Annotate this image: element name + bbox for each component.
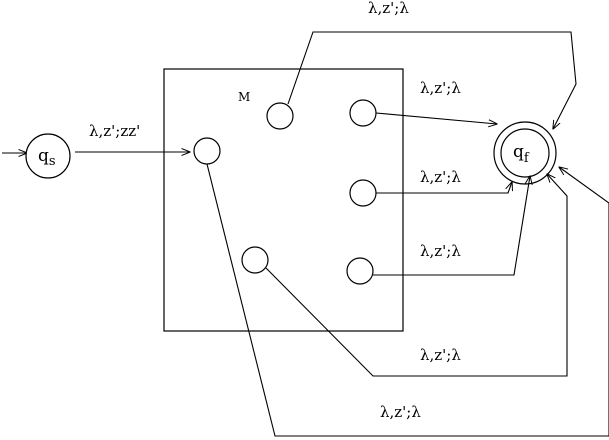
edge-top-to-final [287, 31, 577, 129]
inner-state-right-2 [349, 179, 377, 207]
edge-label-bottom-left: λ,z';λ [420, 346, 461, 364]
edge-label-right-3: λ,z';λ [420, 242, 461, 260]
edge-label-initial: λ,z';λ [380, 403, 421, 421]
edge-right3-to-final [373, 176, 530, 276]
edge-initial-to-final [206, 163, 609, 437]
start-state-subscript: s [49, 154, 56, 169]
inner-state-right-1 [349, 99, 377, 127]
start-state [25, 133, 71, 179]
edge-bottomleft-to-final [265, 174, 568, 377]
inner-state-bottom-left [241, 246, 269, 274]
start-edge-label: λ,z';zz' [89, 122, 140, 140]
start-state-label: qs [38, 146, 56, 169]
final-state-name: q [513, 142, 524, 162]
final-state-subscript: f [524, 151, 530, 166]
machine-box [163, 68, 404, 332]
edge-label-right-1: λ,z';λ [420, 79, 461, 97]
edge-label-right-2: λ,z';λ [420, 168, 461, 186]
final-state-label: qf [513, 142, 530, 166]
machine-label: M [238, 90, 250, 104]
inner-state-top [266, 102, 294, 130]
inner-state-right-3 [346, 257, 374, 285]
edge-label-top: λ,z';λ [368, 0, 409, 17]
inner-initial-state [193, 137, 221, 165]
start-state-name: q [38, 146, 49, 166]
edge-right1-to-final [375, 112, 497, 124]
edge-right2-to-final [376, 182, 512, 194]
